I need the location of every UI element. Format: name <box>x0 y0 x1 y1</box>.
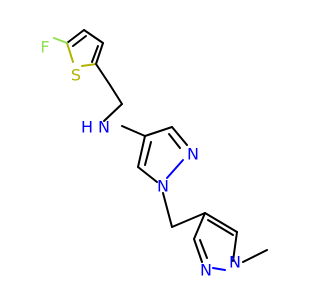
bond-ch2-pb-c4 <box>171 212 206 228</box>
bond-pa-n1-n2 <box>166 159 184 179</box>
molecule-structure: F S H N N N N N <box>40 29 268 280</box>
atom-amine-nitrogen: N <box>98 118 110 137</box>
bond-pa-c3-c4 <box>144 126 173 137</box>
bond-nh-c4 <box>121 125 146 137</box>
bond-pb-c5-n1 <box>232 231 238 262</box>
bond-c3-c2-double <box>91 45 99 63</box>
bond-c2-ch2 <box>95 63 111 86</box>
bond-n1-ch2 <box>162 192 173 228</box>
bond-s-c5 <box>66 42 74 63</box>
bond-pa-c4-c5-double <box>144 141 152 166</box>
bond-c2-s <box>81 63 97 67</box>
bond-ch2-ch2b <box>109 84 123 105</box>
bond-c5-c4-double <box>72 35 87 47</box>
atom-pyrazole-a-n2: N <box>187 145 199 164</box>
bond-pa-n2-c3-double <box>168 133 181 149</box>
pyrazole-ring-b <box>193 212 238 271</box>
bond-pa-c4-c5 <box>137 135 146 168</box>
bond-pa-n2-c3 <box>171 126 188 146</box>
bond-pb-c3-c4 <box>193 212 206 240</box>
atom-labels: F S H N N N N N <box>40 38 241 280</box>
bond-pb-n1-n2 <box>212 267 226 271</box>
molecule-diagram: F S H N N N N N <box>40 29 268 280</box>
bond-pa-c5-n1 <box>137 166 158 183</box>
bond-pb-n2-c3-double <box>199 239 208 259</box>
bond-c3-c2 <box>95 42 104 65</box>
pyrazole-ring-a <box>137 126 188 183</box>
bond-c4-c3 <box>83 29 104 44</box>
bond-c5-f <box>53 37 68 44</box>
thiophene-ring <box>66 29 104 67</box>
atom-fluorine: F <box>40 38 49 57</box>
atom-pyrazole-b-n1: N <box>229 253 241 272</box>
bond-n1-methyl <box>242 249 268 263</box>
atom-amine-hydrogen: H <box>81 118 93 137</box>
bond-ch2-nh <box>103 103 123 122</box>
atom-pyrazole-a-n1: N <box>157 177 169 196</box>
bond-pb-c4-c5-double <box>207 219 234 236</box>
bond-c5-c4 <box>66 29 85 44</box>
atom-pyrazole-b-n2: N <box>200 261 212 280</box>
atom-sulfur: S <box>71 66 81 85</box>
bond-pb-c4-c5 <box>204 212 238 233</box>
bond-pb-n2-c3 <box>193 238 203 263</box>
